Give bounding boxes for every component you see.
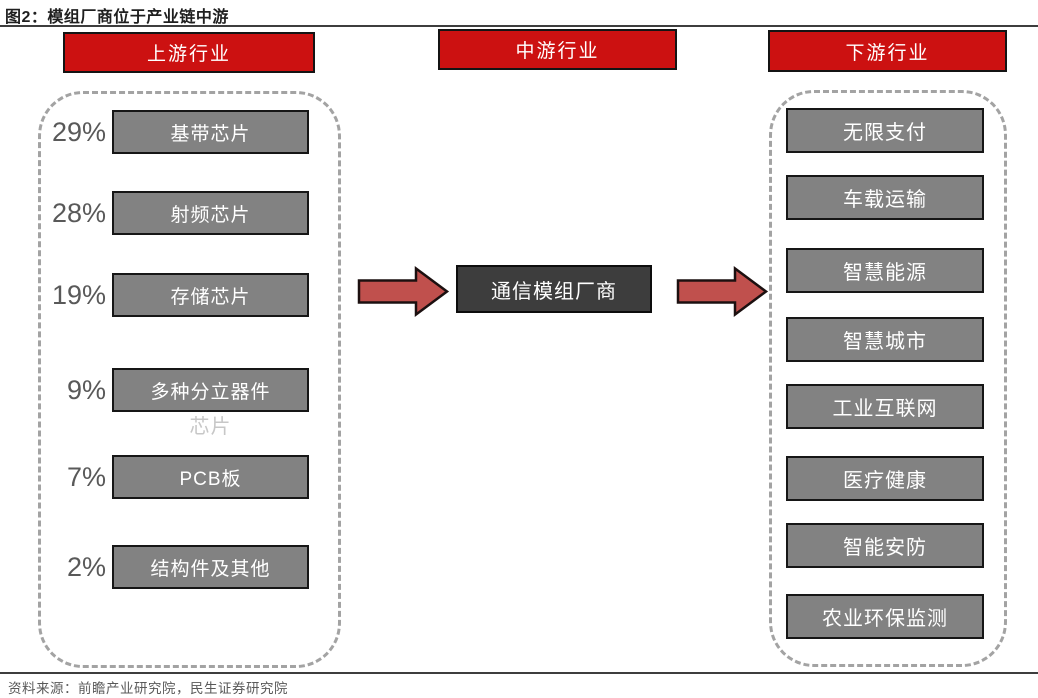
figure-title: 图2：模组厂商位于产业链中游 bbox=[5, 9, 229, 26]
module-maker-box: 通信模组厂商 bbox=[456, 265, 652, 313]
arrow-right-icon bbox=[676, 266, 769, 317]
upstream-item-box: 射频芯片 bbox=[112, 191, 309, 235]
header-downstream: 下游行业 bbox=[768, 30, 1007, 72]
upstream-item-box: 结构件及其他 bbox=[112, 545, 309, 589]
arrow-right-icon bbox=[357, 266, 450, 317]
header-upstream: 上游行业 bbox=[63, 32, 315, 73]
footer-divider-line bbox=[0, 672, 1038, 674]
header-midstream: 中游行业 bbox=[438, 29, 677, 70]
upstream-percent: 2% bbox=[66, 551, 106, 582]
upstream-percent: 9% bbox=[66, 374, 106, 405]
upstream-percent: 19% bbox=[51, 279, 106, 310]
downstream-item-box: 车载运输 bbox=[786, 175, 984, 220]
upstream-percent: 29% bbox=[51, 116, 106, 147]
upstream-item-box: 存储芯片 bbox=[112, 273, 309, 317]
upstream-percent: 28% bbox=[51, 197, 106, 228]
upstream-percent: 7% bbox=[66, 461, 106, 492]
downstream-item-box: 智慧城市 bbox=[786, 317, 984, 362]
downstream-item-box: 智能安防 bbox=[786, 523, 984, 568]
downstream-item-box: 医疗健康 bbox=[786, 456, 984, 501]
source-note: 资料来源：前瞻产业研究院，民生证券研究院 bbox=[8, 681, 288, 696]
downstream-item-box: 智慧能源 bbox=[786, 248, 984, 293]
upstream-item-box: PCB板 bbox=[112, 455, 309, 499]
upstream-item-box: 多种分立器件 bbox=[112, 368, 309, 412]
downstream-panel bbox=[769, 90, 1007, 667]
downstream-item-box: 无限支付 bbox=[786, 108, 984, 153]
upstream-item-box: 基带芯片 bbox=[112, 110, 309, 154]
downstream-item-box: 农业环保监测 bbox=[786, 594, 984, 639]
downstream-item-box: 工业互联网 bbox=[786, 384, 984, 429]
upstream-item-overflow-text: 芯片 bbox=[189, 416, 232, 438]
title-divider-line bbox=[0, 25, 1038, 27]
upstream-panel bbox=[38, 91, 341, 668]
